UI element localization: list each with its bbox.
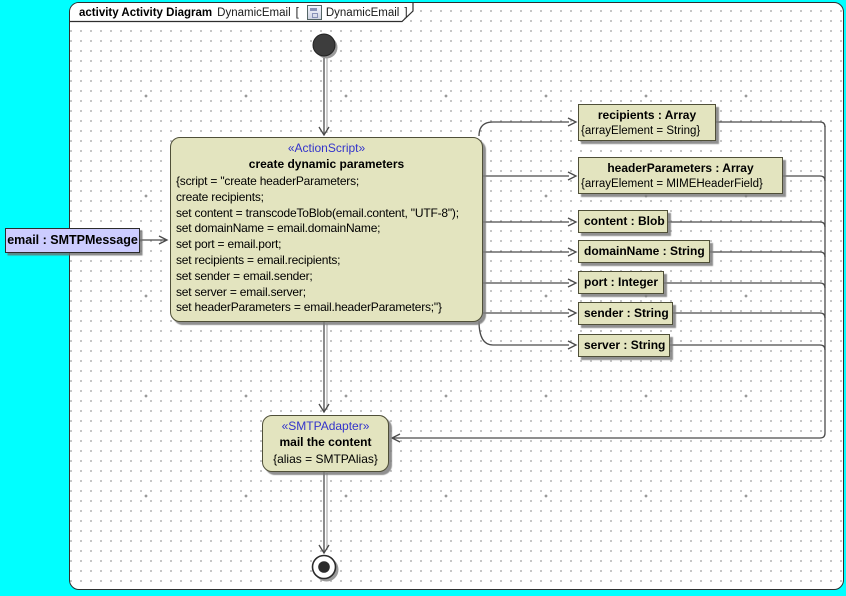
title-tab-outline [70, 3, 414, 23]
action-node-create-dynamic-parameters[interactable]: «ActionScript» create dynamic parameters… [170, 137, 483, 322]
diagram-kind-label: activity Activity Diagram [79, 6, 213, 19]
object-node-headerparameters[interactable]: headerParameters : Array {arrayElement =… [578, 157, 783, 194]
flow-objects-to-adapter-bus[interactable] [390, 121, 826, 443]
activity-diagram-icon [306, 5, 322, 20]
adapter-stereotype: «SMTPAdapter» [281, 419, 370, 433]
diagram-name: DynamicEmail [217, 6, 291, 19]
script-line: set sender = email.sender; [176, 268, 313, 283]
flow-action-to-server[interactable] [478, 320, 578, 350]
flow-action-to-domainname[interactable] [483, 247, 578, 257]
object-name: headerParameters : Array [607, 161, 754, 175]
flow-email-to-action[interactable] [140, 235, 169, 245]
flow-action-to-port[interactable] [483, 278, 578, 288]
object-name: recipients : Array [597, 108, 697, 122]
object-node-content[interactable]: content : Blob [578, 210, 668, 233]
object-node-recipients[interactable]: recipients : Array {arrayElement = Strin… [578, 104, 716, 141]
script-line: set domainName = email.domainName; [176, 221, 381, 236]
flow-adapter-to-final[interactable] [318, 472, 330, 555]
initial-node[interactable] [312, 33, 338, 59]
script-line: {script = "create headerParameters; [176, 174, 360, 188]
flow-action-to-headerparameters[interactable] [483, 171, 578, 181]
script-line: create recipients; [176, 189, 264, 204]
flow-action-to-sender[interactable] [483, 308, 578, 318]
action-node-mail-the-content[interactable]: «SMTPAdapter» mail the content {alias = … [262, 415, 389, 472]
flow-initial-to-action[interactable] [318, 56, 330, 137]
script-line: set recipients = email.recipients; [176, 252, 341, 267]
action-name: create dynamic parameters [248, 157, 405, 171]
action-script-body: {script = "create headerParameters; crea… [171, 173, 482, 316]
adapter-tag: {alias = SMTPAlias} [273, 452, 378, 466]
object-node-sender[interactable]: sender : String [578, 302, 673, 325]
flow-action-to-adapter[interactable] [318, 322, 330, 414]
object-tag: {arrayElement = String} [581, 125, 701, 137]
object-node-server[interactable]: server : String [578, 334, 670, 357]
object-node-domainname[interactable]: domainName : String [578, 240, 710, 263]
flow-action-to-content[interactable] [483, 217, 578, 227]
context-bracket-open: [ [295, 6, 299, 19]
activity-final-node[interactable] [311, 554, 339, 582]
context-bracket-close: ] [404, 6, 408, 19]
script-line: set port = email.port; [176, 237, 282, 252]
object-node-email[interactable]: email : SMTPMessage [5, 228, 140, 253]
context-diagram-name: DynamicEmail [325, 6, 400, 19]
action-stereotype: «ActionScript» [287, 141, 366, 155]
object-tag: {arrayElement = MIMEHeaderField} [581, 178, 763, 190]
object-node-port[interactable]: port : Integer [578, 271, 664, 294]
script-line: set content = transcodeToBlob(email.cont… [176, 205, 459, 220]
script-line: set server = email.server; [176, 284, 306, 299]
diagram-title-tab[interactable]: activity Activity Diagram DynamicEmail [… [70, 3, 413, 22]
script-line: set headerParameters = email.headerParam… [176, 300, 442, 315]
adapter-name: mail the content [279, 435, 372, 449]
flow-action-to-recipients[interactable] [478, 117, 578, 137]
